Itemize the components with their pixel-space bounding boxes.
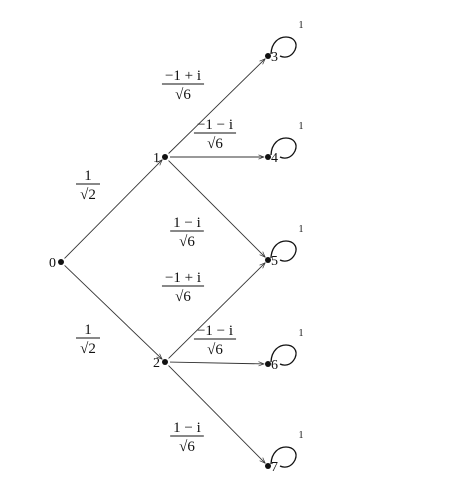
edge-weight-1-4: −1 − i √6 <box>193 117 237 152</box>
edge-weight-2-6: −1 − i √6 <box>193 323 237 358</box>
node-6: 6 <box>265 358 278 373</box>
edge-2-5 <box>168 263 266 359</box>
self-loop-6: 1 <box>270 328 304 366</box>
node-dot <box>162 359 168 365</box>
self-loop-weight: 1 <box>299 121 304 132</box>
edge-2-6 <box>169 362 264 364</box>
edge-weight-denominator: √6 <box>207 342 223 358</box>
node-2: 2 <box>153 356 168 371</box>
edge-weight-denominator: √6 <box>179 234 195 250</box>
edge-0-2 <box>64 265 163 359</box>
node-7: 7 <box>265 460 278 475</box>
edge-weight-denominator: √2 <box>80 341 96 357</box>
self-loop-weight: 1 <box>299 328 304 339</box>
node-dot <box>265 257 271 263</box>
self-loop-curve <box>270 446 297 468</box>
edge-weight-1-5: 1 − i √6 <box>170 215 204 250</box>
edge-weight-numerator: −1 − i <box>197 323 233 339</box>
edge-weight-numerator: 1 − i <box>173 420 201 436</box>
self-loop-curve <box>270 36 297 58</box>
node-label: 7 <box>271 460 278 475</box>
node-label: 4 <box>271 151 278 166</box>
self-loop-7: 1 <box>270 430 304 468</box>
edge-1-3 <box>168 59 266 154</box>
node-5: 5 <box>265 254 278 269</box>
node-dot <box>265 463 271 469</box>
edge-weight-denominator: √6 <box>207 136 223 152</box>
edge-weight-1-3: −1 + i √6 <box>161 68 205 103</box>
node-label: 2 <box>153 356 160 371</box>
edge-weight-0-2: 1√2 <box>76 322 100 357</box>
node-dot <box>162 154 168 160</box>
edge-1-5 <box>168 160 266 258</box>
node-dot <box>265 53 271 59</box>
edge-2-7 <box>168 365 266 464</box>
edge-weight-numerator: −1 + i <box>165 270 201 286</box>
edge-weight-0-1: 1√2 <box>76 168 100 203</box>
node-label: 5 <box>271 254 278 269</box>
edge-weight-numerator: −1 + i <box>165 68 201 84</box>
edge-weight-numerator: 1 <box>84 322 92 338</box>
edge-weight-2-7: 1 − i √6 <box>170 420 204 455</box>
edge-weight-2-5: −1 + i √6 <box>161 270 205 305</box>
self-loop-weight: 1 <box>299 20 304 31</box>
node-label: 6 <box>271 358 278 373</box>
edge-weight-numerator: −1 − i <box>197 117 233 133</box>
self-loop-curve <box>270 240 297 262</box>
node-label: 3 <box>271 50 278 65</box>
self-loop-5: 1 <box>270 224 304 262</box>
node-dot <box>265 154 271 160</box>
edge-weight-denominator: √6 <box>179 439 195 455</box>
self-loop-4: 1 <box>270 121 304 159</box>
self-loop-curve <box>270 137 297 159</box>
self-loop-weight: 1 <box>299 430 304 441</box>
node-0: 0 <box>49 256 64 271</box>
edge-weight-denominator: √6 <box>175 289 191 305</box>
node-label: 1 <box>153 151 160 166</box>
node-4: 4 <box>265 151 278 166</box>
self-loop-3: 1 <box>270 20 304 58</box>
node-dot <box>265 361 271 367</box>
node-3: 3 <box>265 50 278 65</box>
edge-weight-denominator: √2 <box>80 187 96 203</box>
self-loop-curve <box>270 344 297 366</box>
node-1: 1 <box>153 151 168 166</box>
node-label: 0 <box>49 256 56 271</box>
edge-0-1 <box>64 160 163 259</box>
edge-weight-numerator: 1 <box>84 168 92 184</box>
self-loop-weight: 1 <box>299 224 304 235</box>
edge-weight-denominator: √6 <box>175 87 191 103</box>
edge-weight-numerator: 1 − i <box>173 215 201 231</box>
node-dot <box>58 259 64 265</box>
